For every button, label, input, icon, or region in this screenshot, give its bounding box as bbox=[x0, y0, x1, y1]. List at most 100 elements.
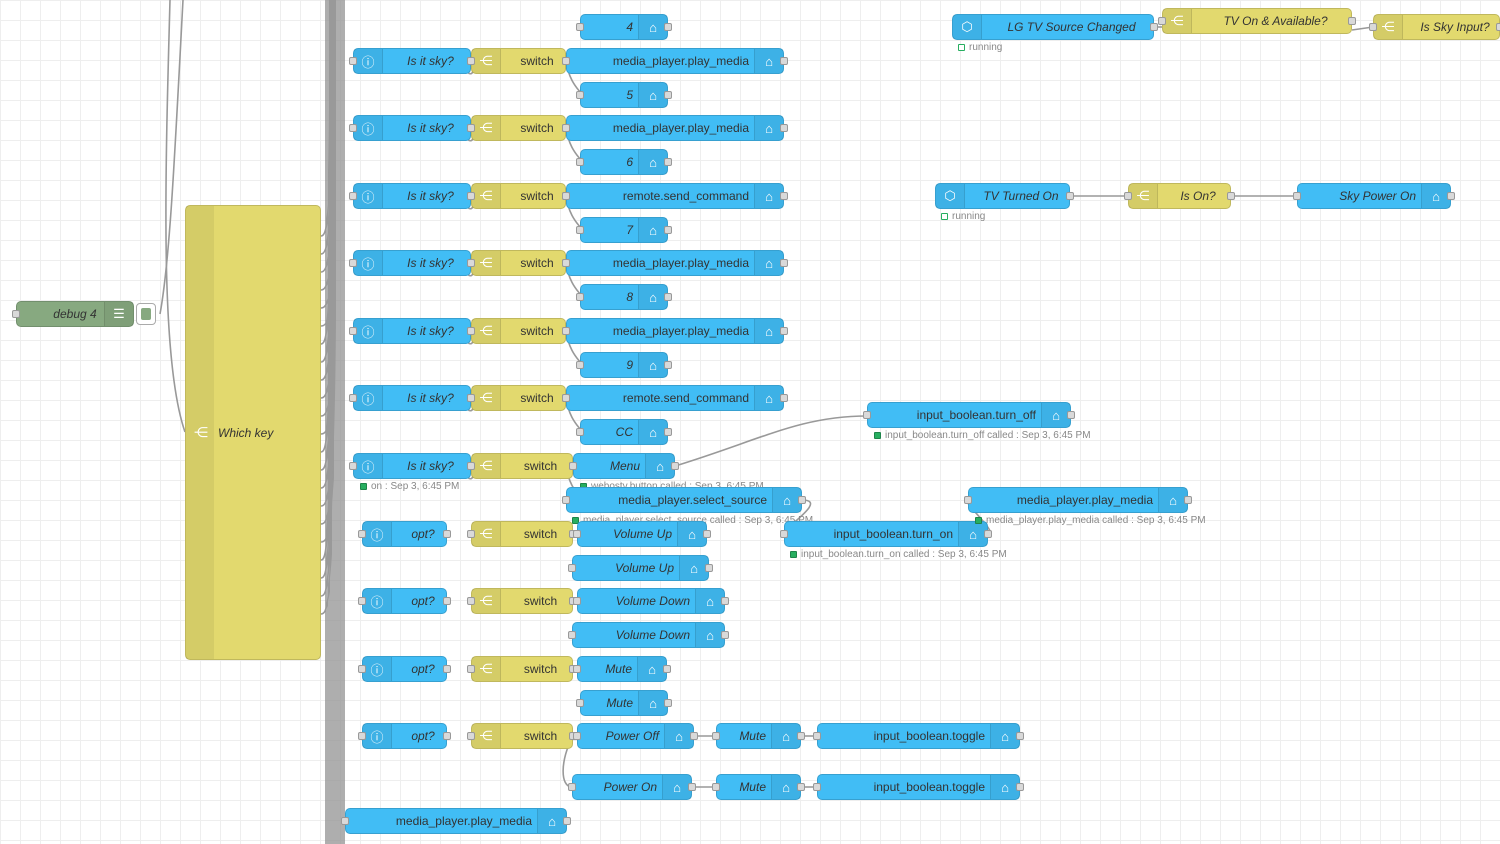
input-port[interactable] bbox=[562, 124, 570, 132]
output-port[interactable] bbox=[1016, 732, 1024, 740]
output-port[interactable] bbox=[797, 783, 805, 791]
input-port[interactable] bbox=[562, 192, 570, 200]
sky_power_on-node[interactable]: Sky Power On⌂ bbox=[1293, 183, 1455, 209]
output-port[interactable] bbox=[1447, 192, 1455, 200]
play_media-node[interactable]: media_player.play_media⌂ bbox=[562, 48, 788, 74]
input-port[interactable] bbox=[576, 91, 584, 99]
output-port[interactable] bbox=[1150, 23, 1158, 31]
switch-node[interactable]: ⋲switch bbox=[467, 183, 570, 209]
input-port[interactable] bbox=[467, 732, 475, 740]
send_command-node[interactable]: remote.send_command⌂ bbox=[562, 385, 788, 411]
input-port[interactable] bbox=[576, 361, 584, 369]
turn_off-node[interactable]: input_boolean.turn_off⌂ bbox=[863, 402, 1075, 428]
which-key-switch-node[interactable]: ⋲ Which key bbox=[185, 205, 321, 660]
switch-node[interactable]: ⋲switch bbox=[467, 723, 577, 749]
output-port[interactable] bbox=[780, 394, 788, 402]
input-port[interactable] bbox=[576, 226, 584, 234]
output-port[interactable] bbox=[664, 23, 672, 31]
debug-toggle-button[interactable] bbox=[136, 303, 156, 325]
input-port[interactable] bbox=[576, 158, 584, 166]
n5-node[interactable]: 5⌂ bbox=[576, 82, 672, 108]
send_command-node[interactable]: remote.send_command⌂ bbox=[562, 183, 788, 209]
input-port[interactable] bbox=[349, 57, 357, 65]
input-port[interactable] bbox=[813, 783, 821, 791]
vol_down-node[interactable]: Volume Down⌂ bbox=[573, 588, 729, 614]
input-port[interactable] bbox=[349, 192, 357, 200]
play_media-node[interactable]: media_player.play_media⌂ bbox=[562, 115, 788, 141]
output-port[interactable] bbox=[688, 783, 696, 791]
input-port[interactable] bbox=[467, 530, 475, 538]
input-port[interactable] bbox=[576, 23, 584, 31]
toggle-node[interactable]: input_boolean.toggle⌂ bbox=[813, 723, 1024, 749]
power_off-node[interactable]: Power Off⌂ bbox=[573, 723, 698, 749]
switch-node[interactable]: ⋲switch bbox=[467, 656, 577, 682]
input-port[interactable] bbox=[568, 631, 576, 639]
input-port[interactable] bbox=[562, 394, 570, 402]
input-port[interactable] bbox=[576, 699, 584, 707]
input-port[interactable] bbox=[573, 732, 581, 740]
output-port[interactable] bbox=[443, 665, 451, 673]
input-port[interactable] bbox=[467, 124, 475, 132]
input-port[interactable] bbox=[467, 665, 475, 673]
input-port[interactable] bbox=[780, 530, 788, 538]
output-port[interactable] bbox=[703, 530, 711, 538]
play_media-node[interactable]: media_player.play_media⌂ bbox=[562, 318, 788, 344]
input-port[interactable] bbox=[467, 192, 475, 200]
toggle-node[interactable]: input_boolean.toggle⌂ bbox=[813, 774, 1024, 800]
turn_on-node[interactable]: input_boolean.turn_on⌂ bbox=[780, 521, 992, 547]
output-port[interactable] bbox=[1348, 17, 1356, 25]
input-port[interactable] bbox=[349, 124, 357, 132]
input-port[interactable] bbox=[349, 259, 357, 267]
input-port[interactable] bbox=[562, 496, 570, 504]
cc-node[interactable]: CC⌂ bbox=[576, 419, 672, 445]
input-port[interactable] bbox=[467, 462, 475, 470]
switch-node[interactable]: ⋲switch bbox=[467, 453, 577, 479]
input-port[interactable] bbox=[467, 57, 475, 65]
output-port[interactable] bbox=[1066, 192, 1074, 200]
play_media-node[interactable]: media_player.play_media⌂ bbox=[964, 487, 1192, 513]
output-port[interactable] bbox=[1184, 496, 1192, 504]
output-port[interactable] bbox=[1227, 192, 1235, 200]
input-port[interactable] bbox=[358, 732, 366, 740]
input-port[interactable] bbox=[467, 327, 475, 335]
sky_input-node[interactable]: ⋲Is Sky Input? bbox=[1369, 14, 1500, 40]
output-port[interactable] bbox=[671, 462, 679, 470]
input-port[interactable] bbox=[12, 310, 20, 318]
debug-node[interactable]: debug 4 ☰ bbox=[12, 301, 134, 327]
mute-node[interactable]: Mute⌂ bbox=[576, 690, 672, 716]
lg_source-node[interactable]: ⬡LG TV Source Changed bbox=[952, 14, 1158, 40]
input-port[interactable] bbox=[813, 732, 821, 740]
vol_up-node[interactable]: Volume Up⌂ bbox=[573, 521, 711, 547]
power_on-node[interactable]: Power On⌂ bbox=[568, 774, 696, 800]
switch-node[interactable]: ⋲switch bbox=[467, 250, 570, 276]
input-port[interactable] bbox=[349, 394, 357, 402]
input-port[interactable] bbox=[349, 462, 357, 470]
output-port[interactable] bbox=[690, 732, 698, 740]
vol_up-node[interactable]: Volume Up⌂ bbox=[568, 555, 713, 581]
output-port[interactable] bbox=[721, 631, 729, 639]
play_media-node[interactable]: media_player.play_media⌂ bbox=[341, 808, 571, 834]
menu-node[interactable]: Menu⌂ bbox=[569, 453, 679, 479]
input-port[interactable] bbox=[573, 530, 581, 538]
input-port[interactable] bbox=[1369, 23, 1377, 31]
output-port[interactable] bbox=[664, 361, 672, 369]
n6-node[interactable]: 6⌂ bbox=[576, 149, 672, 175]
output-port[interactable] bbox=[664, 91, 672, 99]
input-port[interactable] bbox=[573, 665, 581, 673]
input-port[interactable] bbox=[712, 732, 720, 740]
play_media-node[interactable]: media_player.play_media⌂ bbox=[562, 250, 788, 276]
output-port[interactable] bbox=[664, 158, 672, 166]
vol_down-node[interactable]: Volume Down⌂ bbox=[568, 622, 729, 648]
input-port[interactable] bbox=[573, 597, 581, 605]
output-port[interactable] bbox=[780, 124, 788, 132]
output-port[interactable] bbox=[780, 57, 788, 65]
